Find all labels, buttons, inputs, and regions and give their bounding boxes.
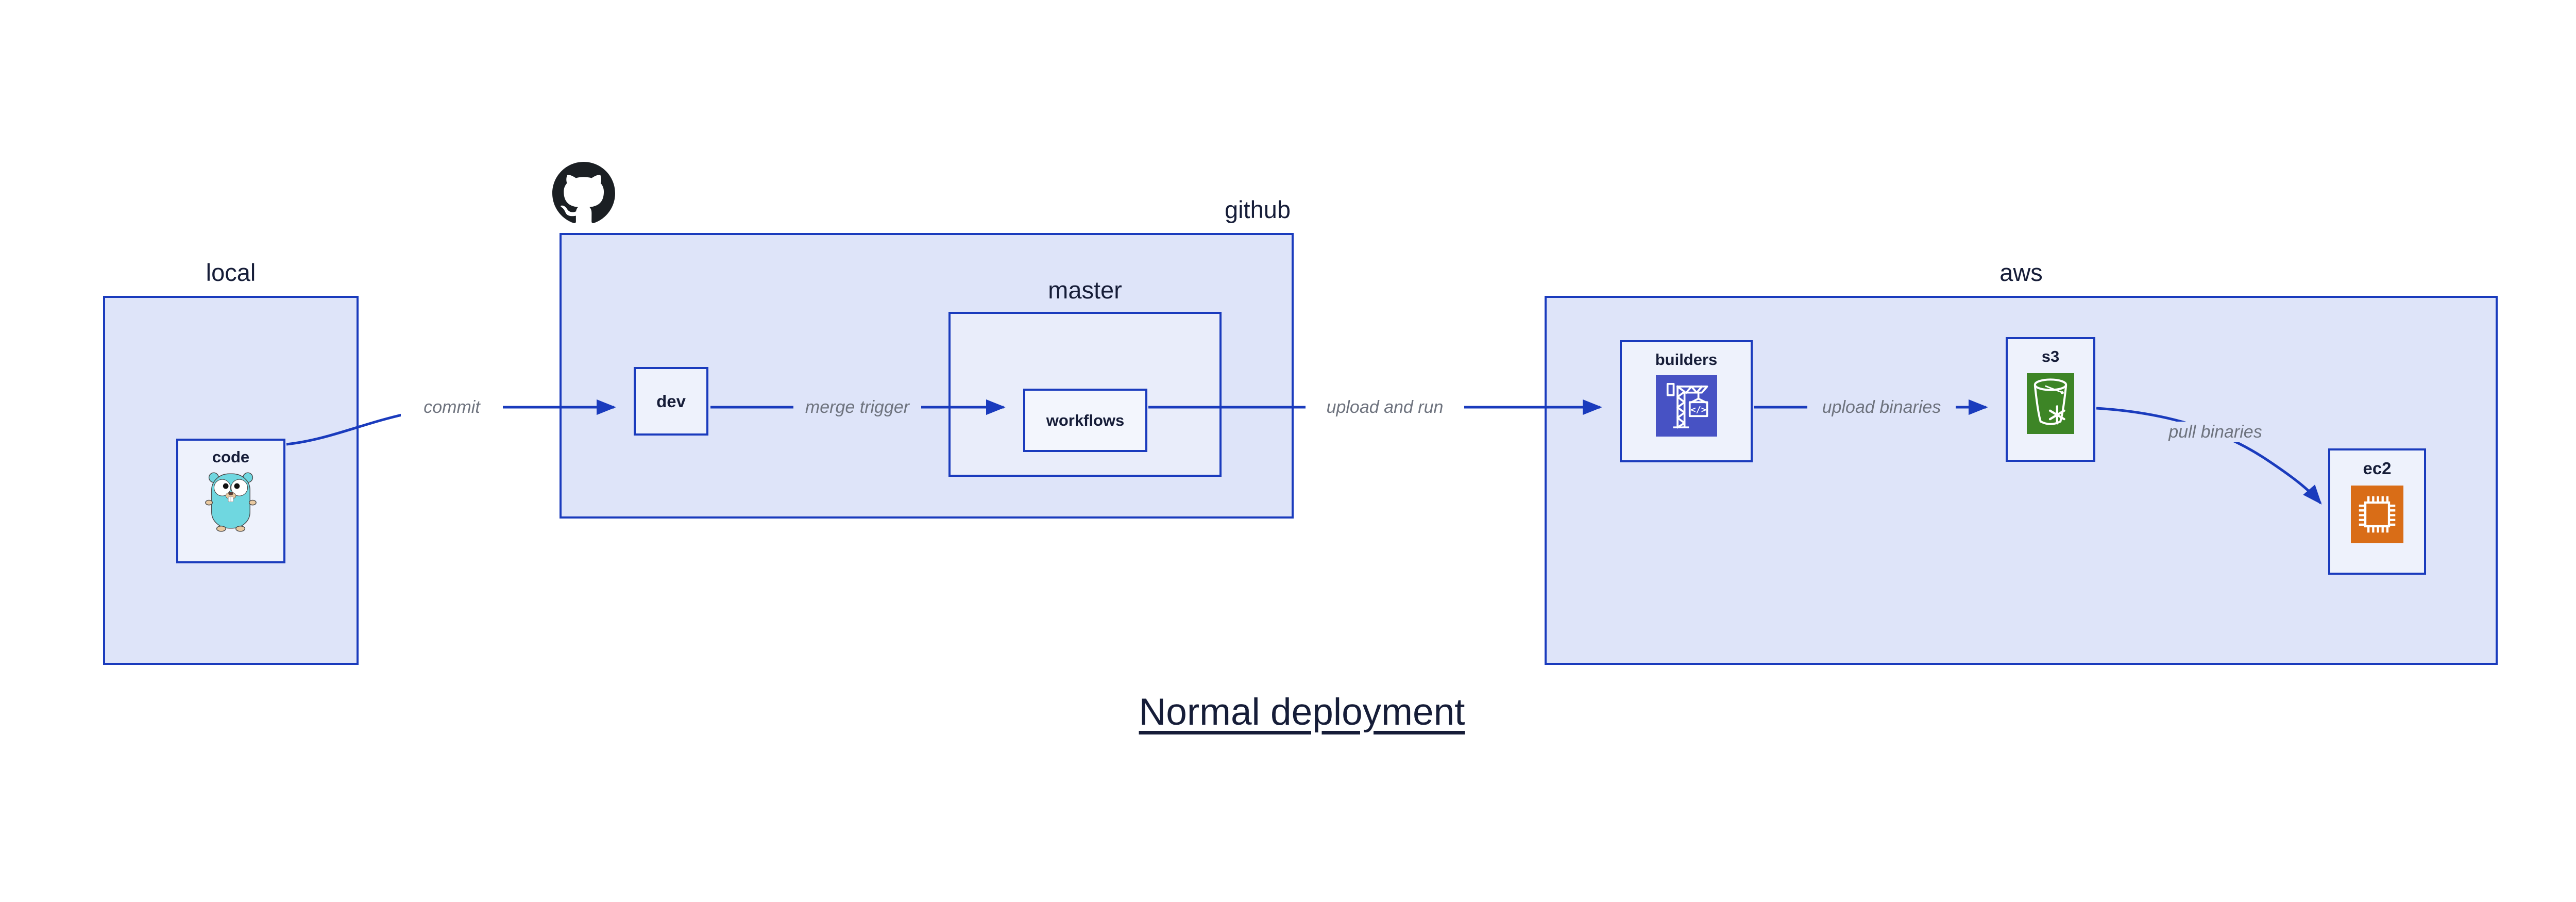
codebuild-code-glyph: </> xyxy=(1690,405,1706,415)
aws-label: aws xyxy=(1999,259,2043,286)
edge-pull-binaries-label: pull binaries xyxy=(2147,422,2283,442)
code-node: code xyxy=(176,439,285,563)
s3-glacier-bucket-icon xyxy=(2027,373,2074,434)
workflows-node: workflows xyxy=(1023,389,1147,452)
pull-binaries-arrow xyxy=(2096,407,2322,505)
code-label: code xyxy=(212,448,250,466)
go-gopher-icon xyxy=(205,472,257,532)
edge-merge-trigger-label: merge trigger xyxy=(793,397,921,417)
ec2-chip-icon xyxy=(2351,485,2403,543)
local-label: local xyxy=(206,259,256,286)
builders-label: builders xyxy=(1655,350,1718,369)
s3-label: s3 xyxy=(2041,347,2060,365)
s3-node: s3 xyxy=(2006,337,2095,462)
master-label: master xyxy=(1048,276,1122,304)
ec2-node: ec2 xyxy=(2328,448,2426,575)
github-octocat-logo-icon xyxy=(552,162,615,223)
codebuild-crane-icon: </> xyxy=(1655,375,1717,437)
github-label: github xyxy=(1224,196,1291,223)
dev-node: dev xyxy=(634,367,708,436)
edge-commit-label: commit xyxy=(401,397,503,417)
diagram-title: Normal deployment xyxy=(1139,691,1465,733)
ec2-label: ec2 xyxy=(2363,459,2392,478)
workflows-label: workflows xyxy=(1046,411,1125,429)
edge-upload-and-run-label: upload and run xyxy=(1306,397,1464,417)
builders-node: builders </> xyxy=(1620,340,1753,462)
edge-upload-binaries-label: upload binaries xyxy=(1807,397,1956,417)
dev-label: dev xyxy=(656,391,686,411)
